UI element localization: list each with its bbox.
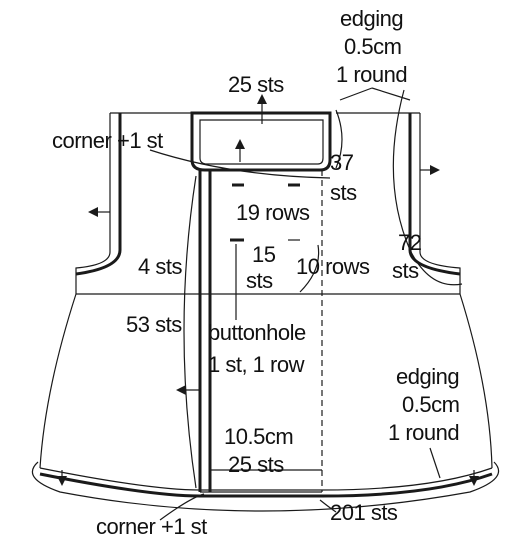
label-hem-sts: 201 sts (330, 500, 398, 525)
label-sts-53: 53 sts (126, 312, 182, 337)
arrow-head-icon (176, 385, 186, 395)
arrow-head-icon (469, 476, 479, 486)
arrow-head-icon (257, 94, 267, 104)
arrow-head-icon (88, 207, 98, 217)
left-armhole-outline (75, 113, 111, 294)
corner-bottom-leader (159, 493, 205, 521)
hem-round-indicator (32, 461, 500, 512)
label-neck-sts: 25 sts (228, 72, 284, 97)
label-armhole-sts-1: 72 (398, 230, 422, 255)
rows-10-bracket (299, 244, 320, 293)
label-front-sts-1: 37 (330, 150, 354, 175)
arrow-head-icon (430, 165, 440, 175)
label-four-sts: 4 sts (138, 254, 182, 279)
arrow-head-icon (57, 476, 67, 486)
label-edging-top-2: 0.5cm (344, 34, 401, 59)
right-skirt-side (459, 293, 493, 469)
label-rows-10: 10 rows (296, 254, 370, 279)
label-front-sts-2: sts (330, 180, 357, 205)
arrow-head-icon (235, 139, 245, 149)
armhole-loop (392, 89, 463, 286)
edging-bottom-leader (429, 447, 441, 479)
hem-sts-leader (319, 499, 337, 513)
label-edging-bottom-2: 0.5cm (402, 392, 459, 417)
corner-top-leader (149, 149, 331, 179)
label-edging-bottom-3: 1 round (388, 420, 459, 445)
label-corner-top: corner +1 st (52, 128, 163, 153)
label-buttonhole-1: buttonhole (208, 320, 306, 345)
hem-edging (39, 472, 493, 498)
left-armhole-edging (75, 113, 122, 276)
right-armhole-outline (419, 113, 461, 294)
label-width-sts: 25 sts (228, 452, 284, 477)
label-edging-top-1: edging (340, 6, 403, 31)
label-edging-top-3: 1 round (336, 62, 407, 87)
label-edging-bottom-1: edging (396, 364, 459, 389)
label-buttonhole-2: 1 st, 1 row (208, 352, 305, 377)
label-fifteen-sts-1: 15 (252, 242, 276, 267)
left-skirt-side (39, 293, 77, 469)
edging-top-leader (339, 87, 373, 101)
label-fifteen-sts-2: sts (246, 268, 273, 293)
neck-edging-inner (199, 119, 324, 165)
label-corner-bottom: corner +1 st (96, 514, 207, 539)
edging-top-leader-2 (371, 87, 411, 101)
label-width-cm: 10.5cm (224, 424, 293, 449)
sts-53-bracket (183, 175, 197, 489)
front-sts-bracket (335, 109, 343, 169)
label-rows-19: 19 rows (236, 200, 310, 225)
neck-edging-outer (190, 111, 332, 172)
label-armhole-sts-2: sts (392, 258, 419, 283)
